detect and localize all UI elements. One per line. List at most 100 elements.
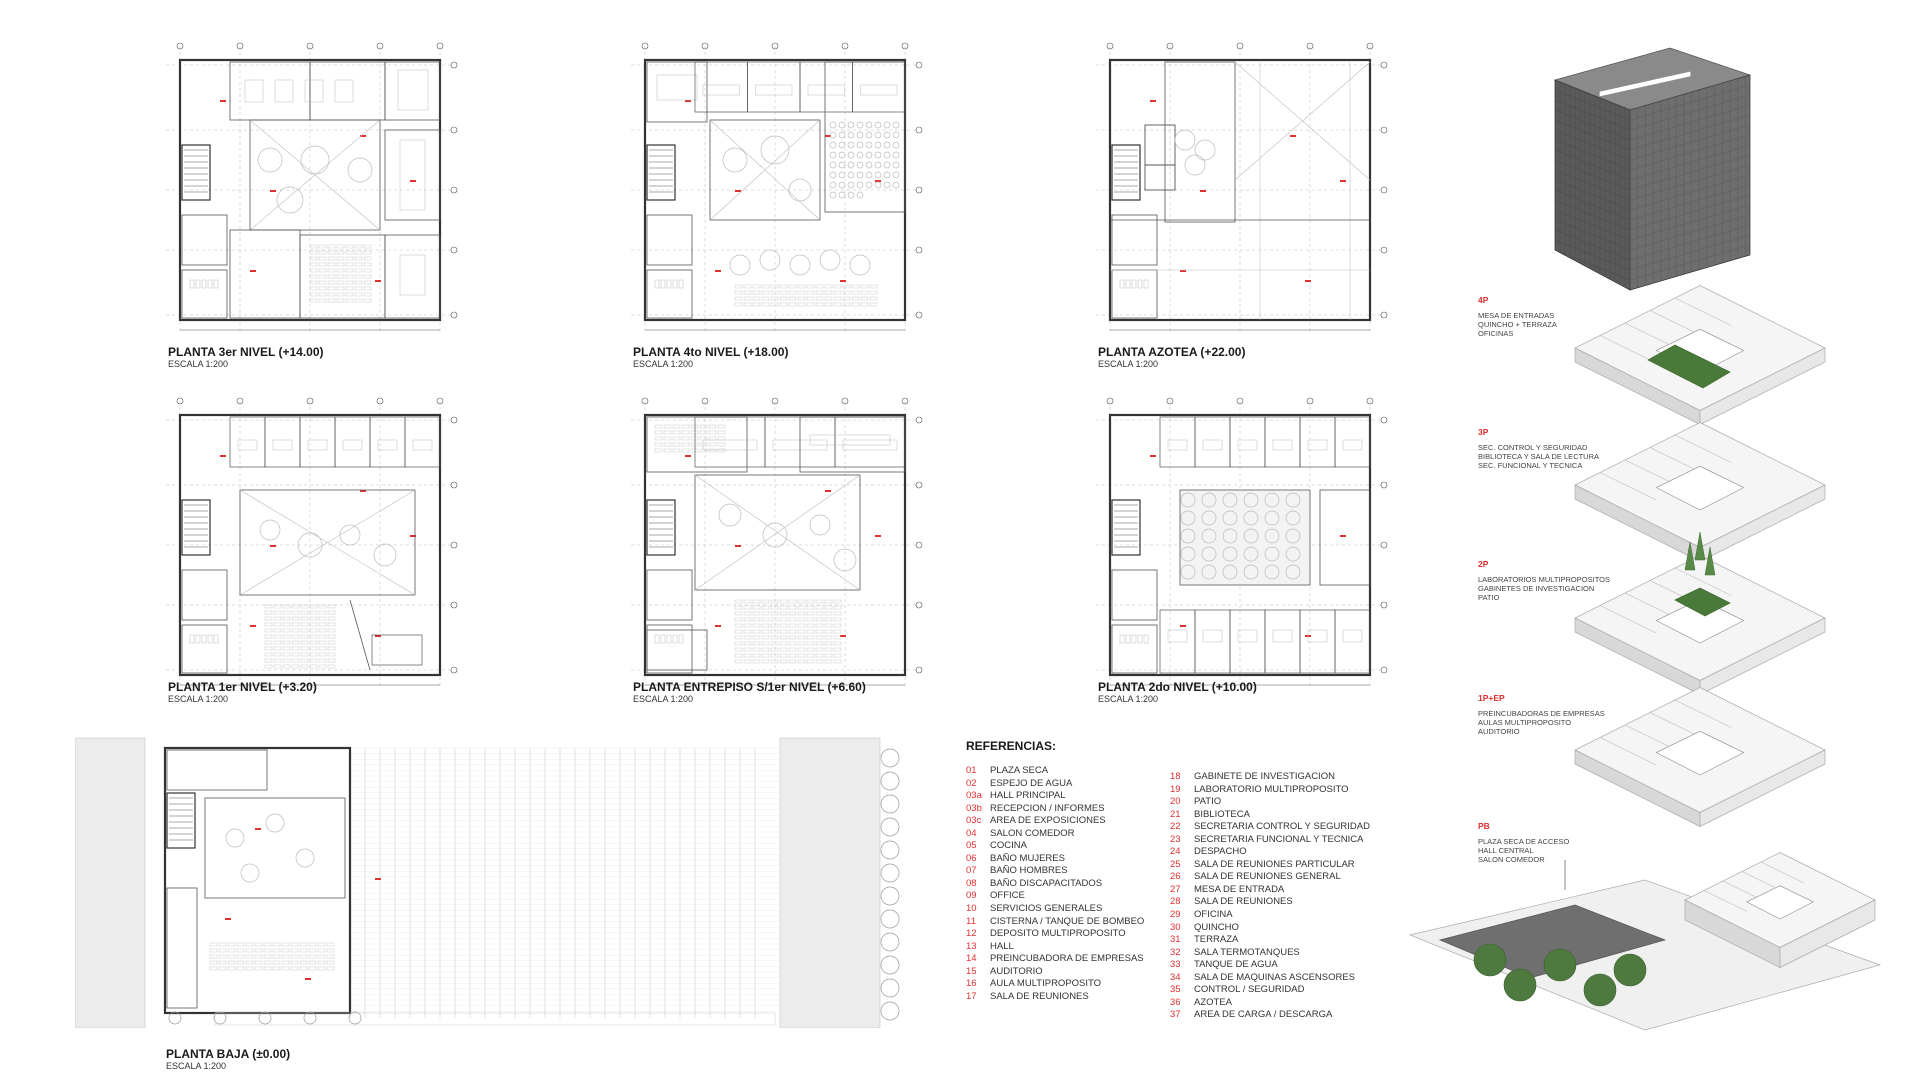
plan-furniture [1180, 528, 1196, 544]
room-number-marker [255, 828, 261, 830]
plan-room [1167, 439, 1188, 451]
plan-room [824, 653, 833, 658]
plan-planta-baja-drawing [75, 737, 900, 1028]
plan-room [282, 634, 291, 639]
plan-room [681, 436, 690, 441]
plan-room [300, 616, 309, 621]
reference-label: SALA DE REUNIONES [1194, 896, 1293, 908]
axo-line: PREINCUBADORAS DE EMPRESAS [1478, 709, 1605, 718]
plan-room [833, 290, 842, 295]
reference-label: OFICINA [1194, 909, 1233, 921]
plan-furniture [874, 141, 882, 149]
plan-furniture [838, 171, 846, 179]
slab-pb-wall [1703, 890, 1747, 912]
room-number-marker [840, 280, 846, 282]
plan-room [690, 436, 699, 441]
plan-room [788, 302, 797, 307]
plan-room [363, 292, 372, 297]
plan-room [1202, 439, 1223, 451]
plan-room [227, 942, 236, 947]
roof-mesh-line [1554, 159, 1631, 191]
plan-furniture [880, 817, 900, 837]
plan-room [245, 960, 254, 965]
plan-room [369, 416, 406, 468]
plan-room [681, 424, 690, 429]
plan-room [213, 634, 219, 644]
reference-label: BIBLIOTECA [1194, 808, 1250, 820]
plan-room [263, 966, 272, 971]
axis-marker [915, 666, 923, 674]
plan-room [761, 617, 770, 622]
plan-furniture [874, 171, 882, 179]
axis-marker [376, 42, 384, 50]
reference-number: 15 [966, 965, 977, 977]
plan-furniture [856, 161, 864, 169]
reference-number: 17 [966, 990, 977, 1002]
plan-room [743, 617, 752, 622]
room-number-marker [735, 545, 741, 547]
plan-room [273, 664, 282, 669]
axo-line: MESA DE ENTRADAS [1478, 311, 1555, 320]
plan-room [290, 948, 299, 953]
plan-room [309, 292, 318, 297]
plan-room [761, 647, 770, 652]
plan-furniture [856, 181, 864, 189]
plan-room [770, 302, 779, 307]
room-number-marker [1305, 280, 1311, 282]
room-number-marker [250, 270, 256, 272]
plan-room [195, 634, 201, 644]
axo-line: QUINCHO + TERRAZA [1478, 320, 1557, 329]
plan-room [309, 634, 318, 639]
reference-number: 26 [1170, 871, 1181, 883]
axis-marker [915, 126, 923, 134]
plan-room [761, 641, 770, 646]
plan-furniture [874, 181, 882, 189]
plan-room [264, 416, 301, 468]
plan-room [299, 234, 386, 319]
reference-number: 30 [1170, 921, 1181, 933]
plan-room [218, 954, 227, 959]
plan-room [824, 617, 833, 622]
plan-room [824, 611, 833, 616]
plan-room [354, 262, 363, 267]
axis-marker [1380, 311, 1388, 319]
plan-room [646, 499, 676, 556]
plan-room [166, 792, 196, 849]
plan-furniture [865, 171, 873, 179]
room-number-marker [1340, 180, 1346, 182]
axis-marker [1106, 42, 1114, 50]
slab-pb-wall [1760, 861, 1804, 884]
plan-room [272, 966, 281, 971]
reference-item: 28 SALA DE REUNIONES [1170, 896, 1370, 909]
plan-furniture [874, 131, 882, 139]
plan-room [788, 611, 797, 616]
plan-scale-1er-nivel: ESCALA 1:200 [168, 694, 229, 704]
plan-room [654, 430, 663, 435]
reference-number: 24 [1170, 846, 1181, 858]
plan-room [327, 268, 336, 273]
slab-1p-ep-wall [1599, 737, 1657, 766]
plan-room [809, 434, 891, 446]
plan-room [806, 623, 815, 628]
plan-furniture [865, 121, 873, 129]
plan-title-4to-nivel: PLANTA 4to NIVEL (+18.00) [633, 345, 789, 359]
slab-4p-green-terrace [1647, 344, 1731, 389]
axis-marker [450, 61, 458, 69]
plan-furniture [1243, 492, 1259, 508]
plan-room [860, 302, 869, 307]
plan-room [291, 610, 300, 615]
axis-marker [701, 42, 709, 50]
plan-room [1202, 629, 1223, 643]
plan-room [273, 634, 282, 639]
plan-room [666, 634, 672, 644]
plan-room [309, 268, 318, 273]
reference-label: MESA DE ENTRADA [1194, 883, 1285, 895]
reference-number: 28 [1170, 896, 1181, 908]
plan-room [300, 646, 309, 651]
axo-code-3p: 3P [1478, 427, 1489, 437]
reference-number: 04 [966, 827, 977, 839]
axis-marker [450, 311, 458, 319]
plan-room [309, 274, 318, 279]
plan-furniture [838, 151, 846, 159]
